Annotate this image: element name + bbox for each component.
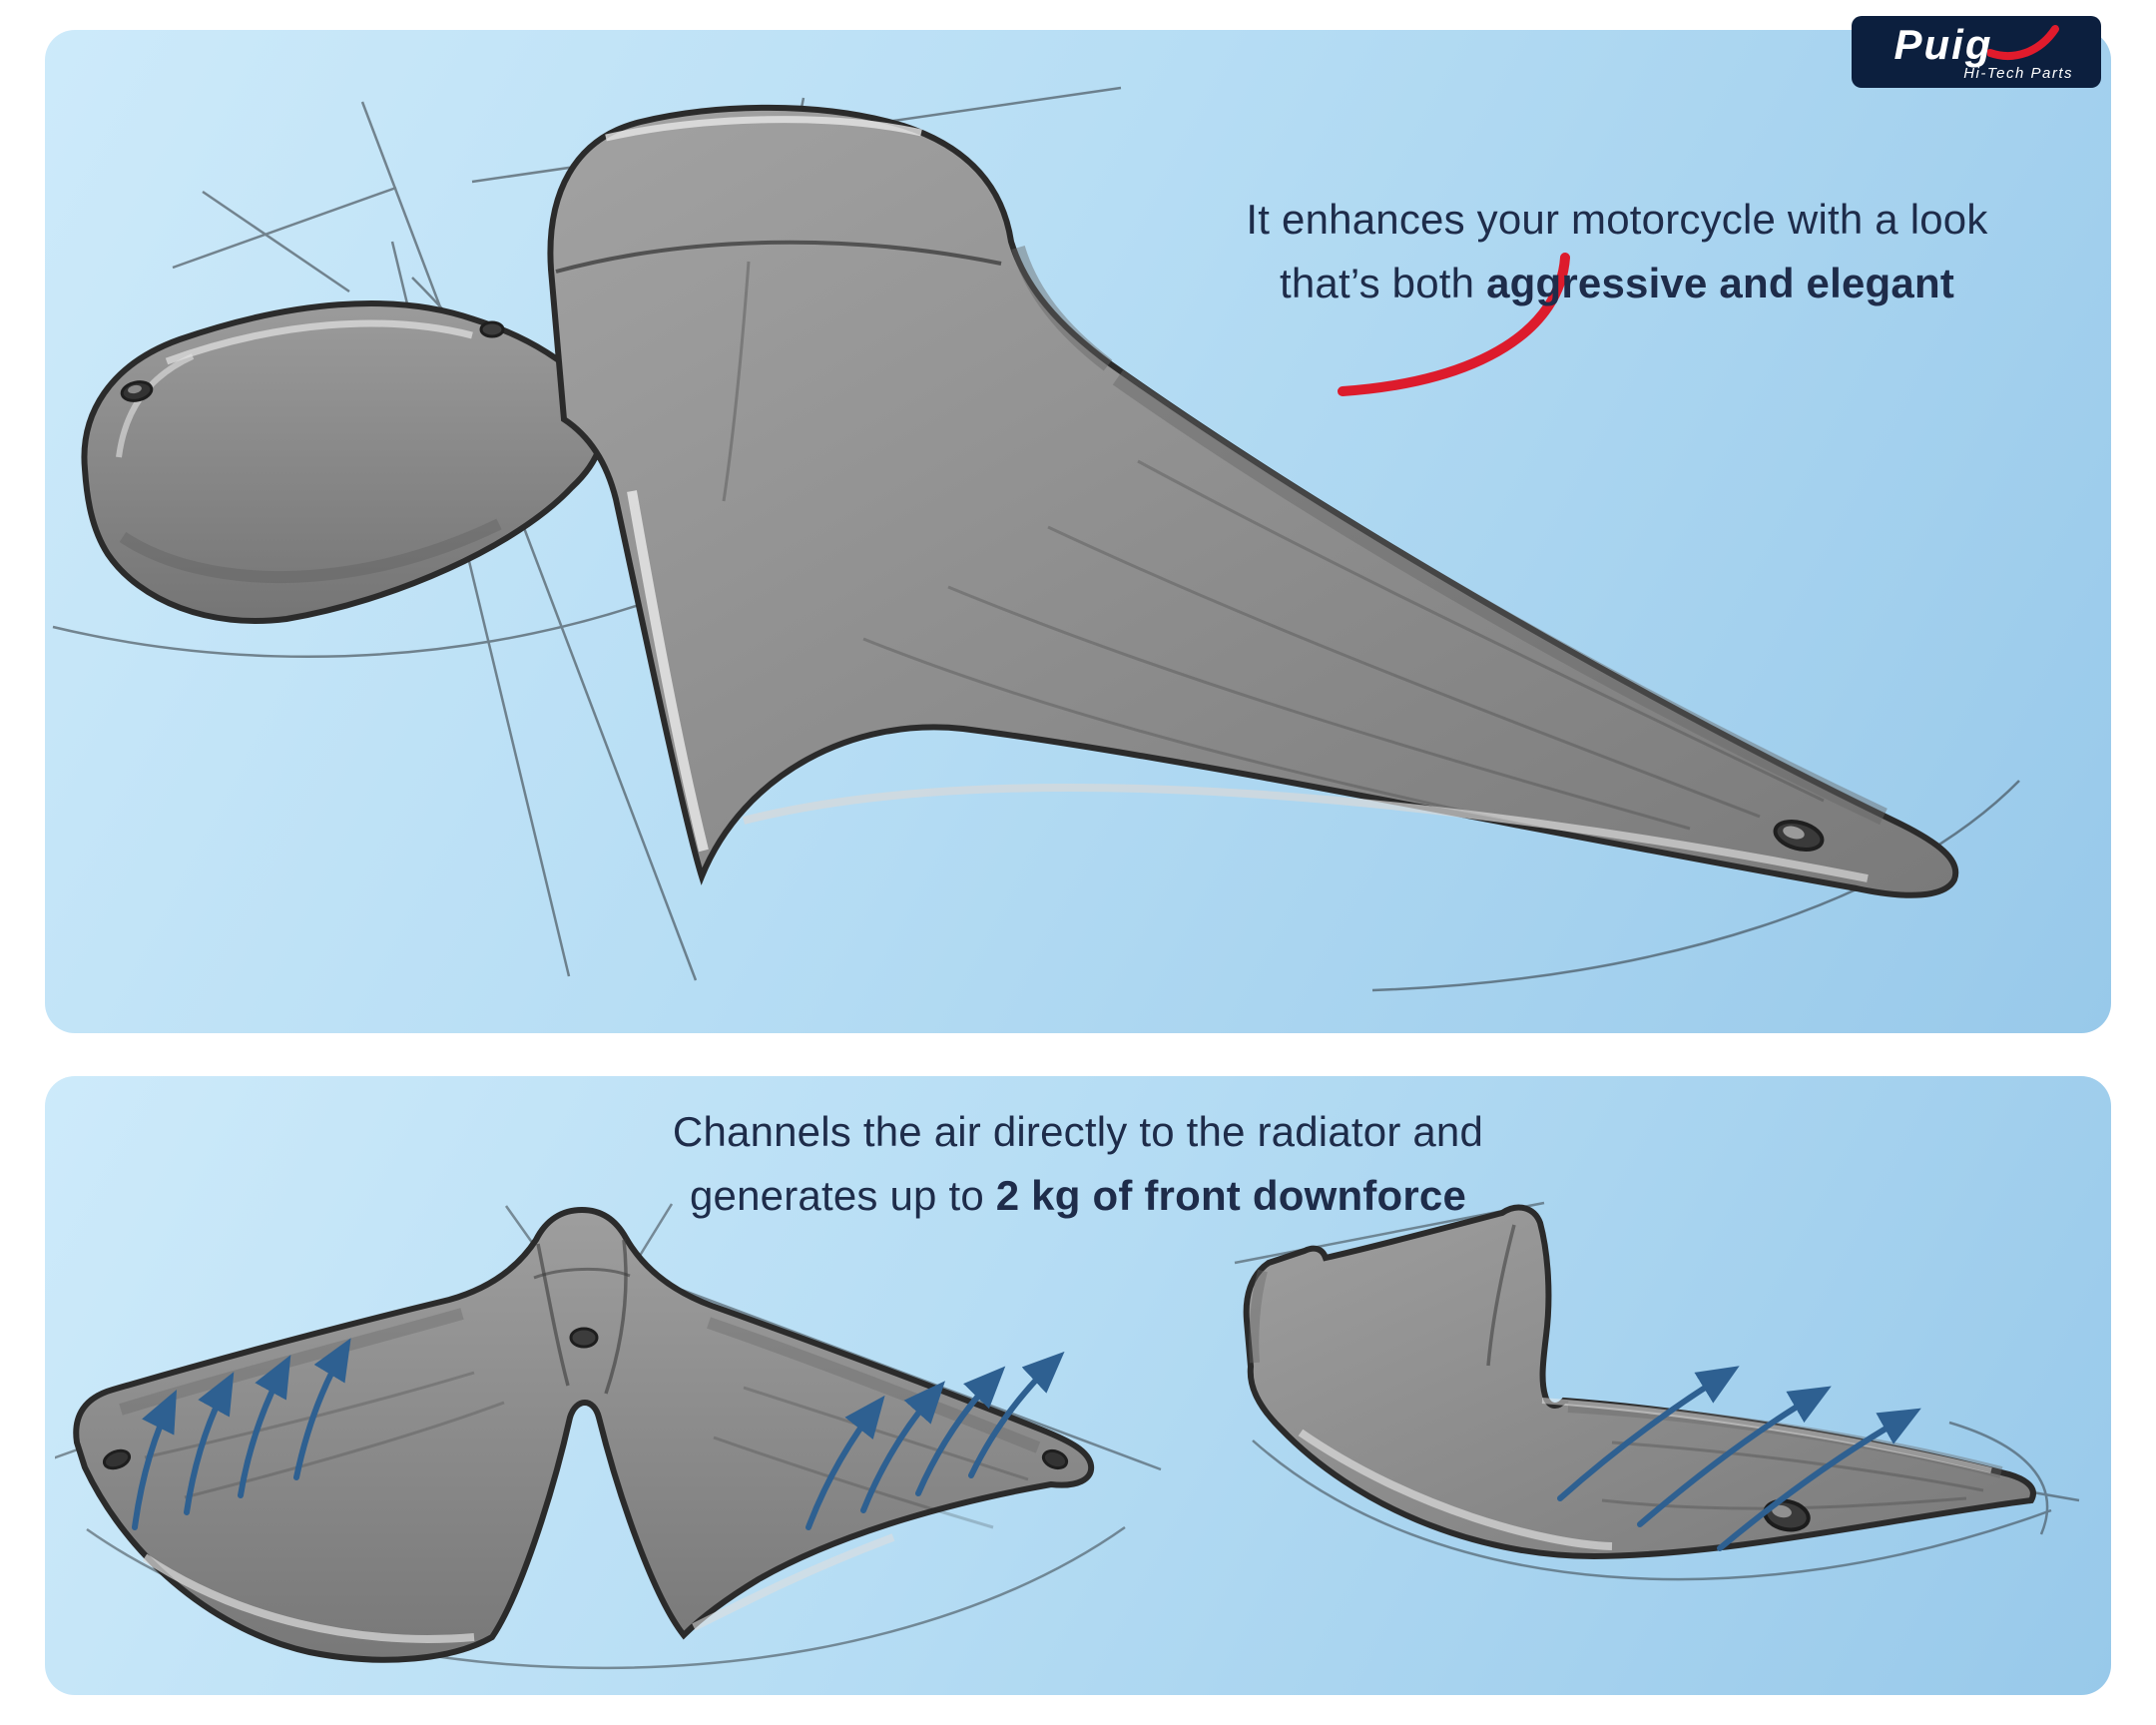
mount-hole-icon: [479, 320, 505, 338]
puig-logo-tagline: Hi-Tech Parts: [1963, 64, 2073, 82]
airflow-arrows: [132, 1338, 1065, 1530]
airflow-arrow-icon: [1637, 1386, 1832, 1527]
bottom-caption-line2-bold: 2 kg of front downforce: [995, 1172, 1467, 1219]
top-caption-line1: It enhances your motorcycle with a look: [1246, 196, 1988, 243]
airflow-arrow-icon: [184, 1372, 235, 1515]
spoiler-left-wing: [81, 299, 607, 625]
puig-logo-swoosh-icon: [1986, 24, 2059, 60]
bottom-caption: Channels the air directly to the radiato…: [45, 1100, 2111, 1228]
mount-hole-icon: [569, 1327, 599, 1349]
spoiler-perspective-sketch-image: [52, 86, 2020, 992]
airflow-arrow-icon: [968, 1351, 1065, 1478]
airflow-arrow-icon: [915, 1366, 1006, 1496]
airflow-arrows: [1557, 1366, 1921, 1551]
airflow-arrow-icon: [1717, 1408, 1921, 1551]
airflow-arrow-icon: [238, 1355, 291, 1498]
bolt-hole-icon: [102, 1448, 132, 1470]
spoiler-front-view-sketch-image: [55, 1203, 1162, 1670]
airflow-arrow-icon: [293, 1338, 351, 1480]
spoiler-front-view-body: [73, 1206, 1095, 1663]
airflow-arrow-icon: [860, 1381, 945, 1513]
top-caption-line2-prefix: that’s both: [1279, 260, 1487, 306]
spoiler-main-body: [547, 104, 1959, 898]
top-panel: It enhances your motorcycle with a look …: [45, 16, 2111, 1033]
puig-logo-row: Puig: [1894, 23, 2059, 67]
spoiler-side-view-body: [1243, 1204, 2036, 1560]
bottom-caption-line1: Channels the air directly to the radiato…: [672, 1108, 1484, 1155]
airflow-arrow-icon: [806, 1395, 885, 1530]
spoiler-side-view-sketch-image: [1234, 1201, 2080, 1581]
airflow-arrow-icon: [132, 1389, 178, 1530]
puig-logo-text: Puig: [1893, 20, 1993, 68]
puig-logo: Puig Hi-Tech Parts: [1852, 16, 2101, 88]
top-caption-line2-bold: aggressive and elegant: [1486, 260, 1955, 306]
airflow-arrow-icon: [1557, 1366, 1740, 1501]
bottom-panel: Channels the air directly to the radiato…: [45, 1076, 2111, 1695]
bottom-caption-line2-prefix: generates up to: [689, 1172, 996, 1219]
bolt-hole-icon: [1041, 1448, 1069, 1470]
top-caption: It enhances your motorcycle with a look …: [1138, 188, 2096, 315]
red-swoosh-icon: [1338, 253, 1570, 396]
